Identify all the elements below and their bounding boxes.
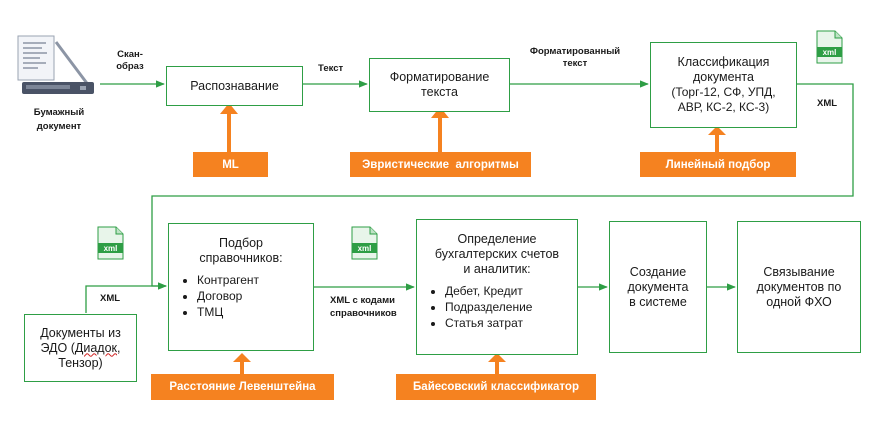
svg-text:xml: xml: [104, 244, 118, 253]
reference-list: Контрагент Договор ТМЦ: [169, 272, 259, 320]
list-item: Дебет, Кредит: [445, 283, 532, 299]
accounts-list: Дебет, Кредит Подразделение Статья затра…: [417, 283, 532, 331]
list-item: Статья затрат: [445, 315, 532, 331]
badge-levenshtein-distance: Расстояние Левенштейна: [151, 374, 334, 400]
svg-text:xml: xml: [358, 244, 372, 253]
badge-ml: ML: [193, 152, 268, 177]
box-text-formatting: Форматирование текста: [369, 58, 510, 112]
badge-bayesian-classifier: Байесовский классификатор: [396, 374, 596, 400]
edge-label-text: Текст: [318, 63, 344, 74]
list-item: ТМЦ: [197, 304, 259, 320]
box-link-documents: Связывание документов по одной ФХО: [737, 221, 861, 353]
box-recognition: Распознавание: [166, 66, 303, 106]
list-item: Контрагент: [197, 272, 259, 288]
xml-file-icon: xml: [815, 30, 843, 64]
box-accounts-analytics: Определение бухгалтерских счетов и анали…: [416, 219, 578, 355]
box-document-classification: Классификация документа (Торг-12, СФ, УП…: [650, 42, 797, 128]
xml-file-icon: xml: [96, 226, 124, 260]
edge-label-xml-left: XML: [100, 293, 121, 304]
badge-linear-matching: Линейный подбор: [640, 152, 796, 177]
scanner-icon: [16, 30, 100, 102]
badge-heuristic-algorithms: Эвристические алгоритмы: [350, 152, 531, 177]
list-item: Договор: [197, 288, 259, 304]
edge-label-scan: Скан-образ: [116, 49, 144, 72]
list-item: Подразделение: [445, 299, 532, 315]
edge-label-xml-top: XML: [817, 98, 838, 109]
box-create-document: Создание документа в системе: [609, 221, 707, 353]
xml-file-icon: xml: [350, 226, 378, 260]
orange-arrows: [220, 103, 726, 374]
svg-text:xml: xml: [823, 48, 837, 57]
box-reference-matching: Подбор справочников: Контрагент Договор …: [168, 223, 314, 351]
box-edo-documents: Документы из ЭДО (Диадок, Тензор): [24, 314, 137, 382]
